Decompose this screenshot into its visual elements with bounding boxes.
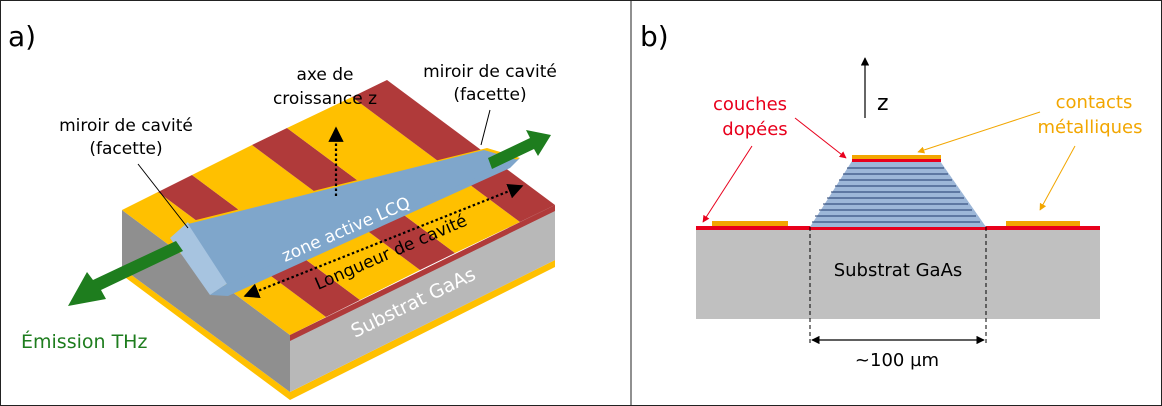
- metal-label-1: contacts: [1056, 92, 1133, 113]
- contact-left: [712, 221, 788, 226]
- emission-arrow-right: [488, 130, 551, 169]
- mirror-left-pointer: [137, 163, 189, 229]
- growth-axis-label-1: axe de: [296, 65, 353, 85]
- top-contact: [852, 155, 941, 159]
- metal-pointer-right: [1039, 145, 1076, 211]
- panel-b: b) z couches dopées: [640, 20, 1143, 371]
- doped-layer-top: [852, 159, 941, 162]
- doped-layer-bottom: [696, 226, 1100, 230]
- ridge-left-facet: [170, 222, 228, 295]
- doped-label-2: dopées: [722, 119, 787, 140]
- emission-arrow-left: [68, 241, 183, 306]
- panel-a-label: a): [8, 20, 36, 53]
- doped-pointer-top: [794, 117, 847, 159]
- emission-label: Émission THz: [21, 330, 147, 353]
- substrate-b: [696, 227, 1100, 319]
- mirror-left-label-2: (facette): [89, 139, 162, 159]
- panel-a: a) axe de: [8, 20, 557, 400]
- metal-pointer-top: [917, 111, 1041, 154]
- bottom-contact: [122, 260, 555, 400]
- mesa: [810, 161, 986, 227]
- width-label: ~100 µm: [855, 350, 939, 371]
- mirror-right-label-2: (facette): [453, 85, 526, 105]
- doped-label-1: couches: [713, 94, 787, 115]
- contact-right: [1006, 221, 1080, 226]
- mirror-right-pointer: [480, 109, 491, 146]
- panel-b-label: b): [640, 20, 669, 53]
- growth-axis-label-2: croissance z: [273, 89, 377, 109]
- substrate-b-label: Substrat GaAs: [834, 260, 963, 281]
- doped-pointer-left: [702, 145, 753, 223]
- mirror-left-label-1: miroir de cavité: [59, 116, 193, 136]
- mesa-layers: [812, 167, 980, 223]
- z-axis-label: z: [877, 91, 889, 116]
- metal-label-2: métalliques: [1038, 117, 1143, 138]
- mirror-right-label-1: miroir de cavité: [423, 62, 557, 82]
